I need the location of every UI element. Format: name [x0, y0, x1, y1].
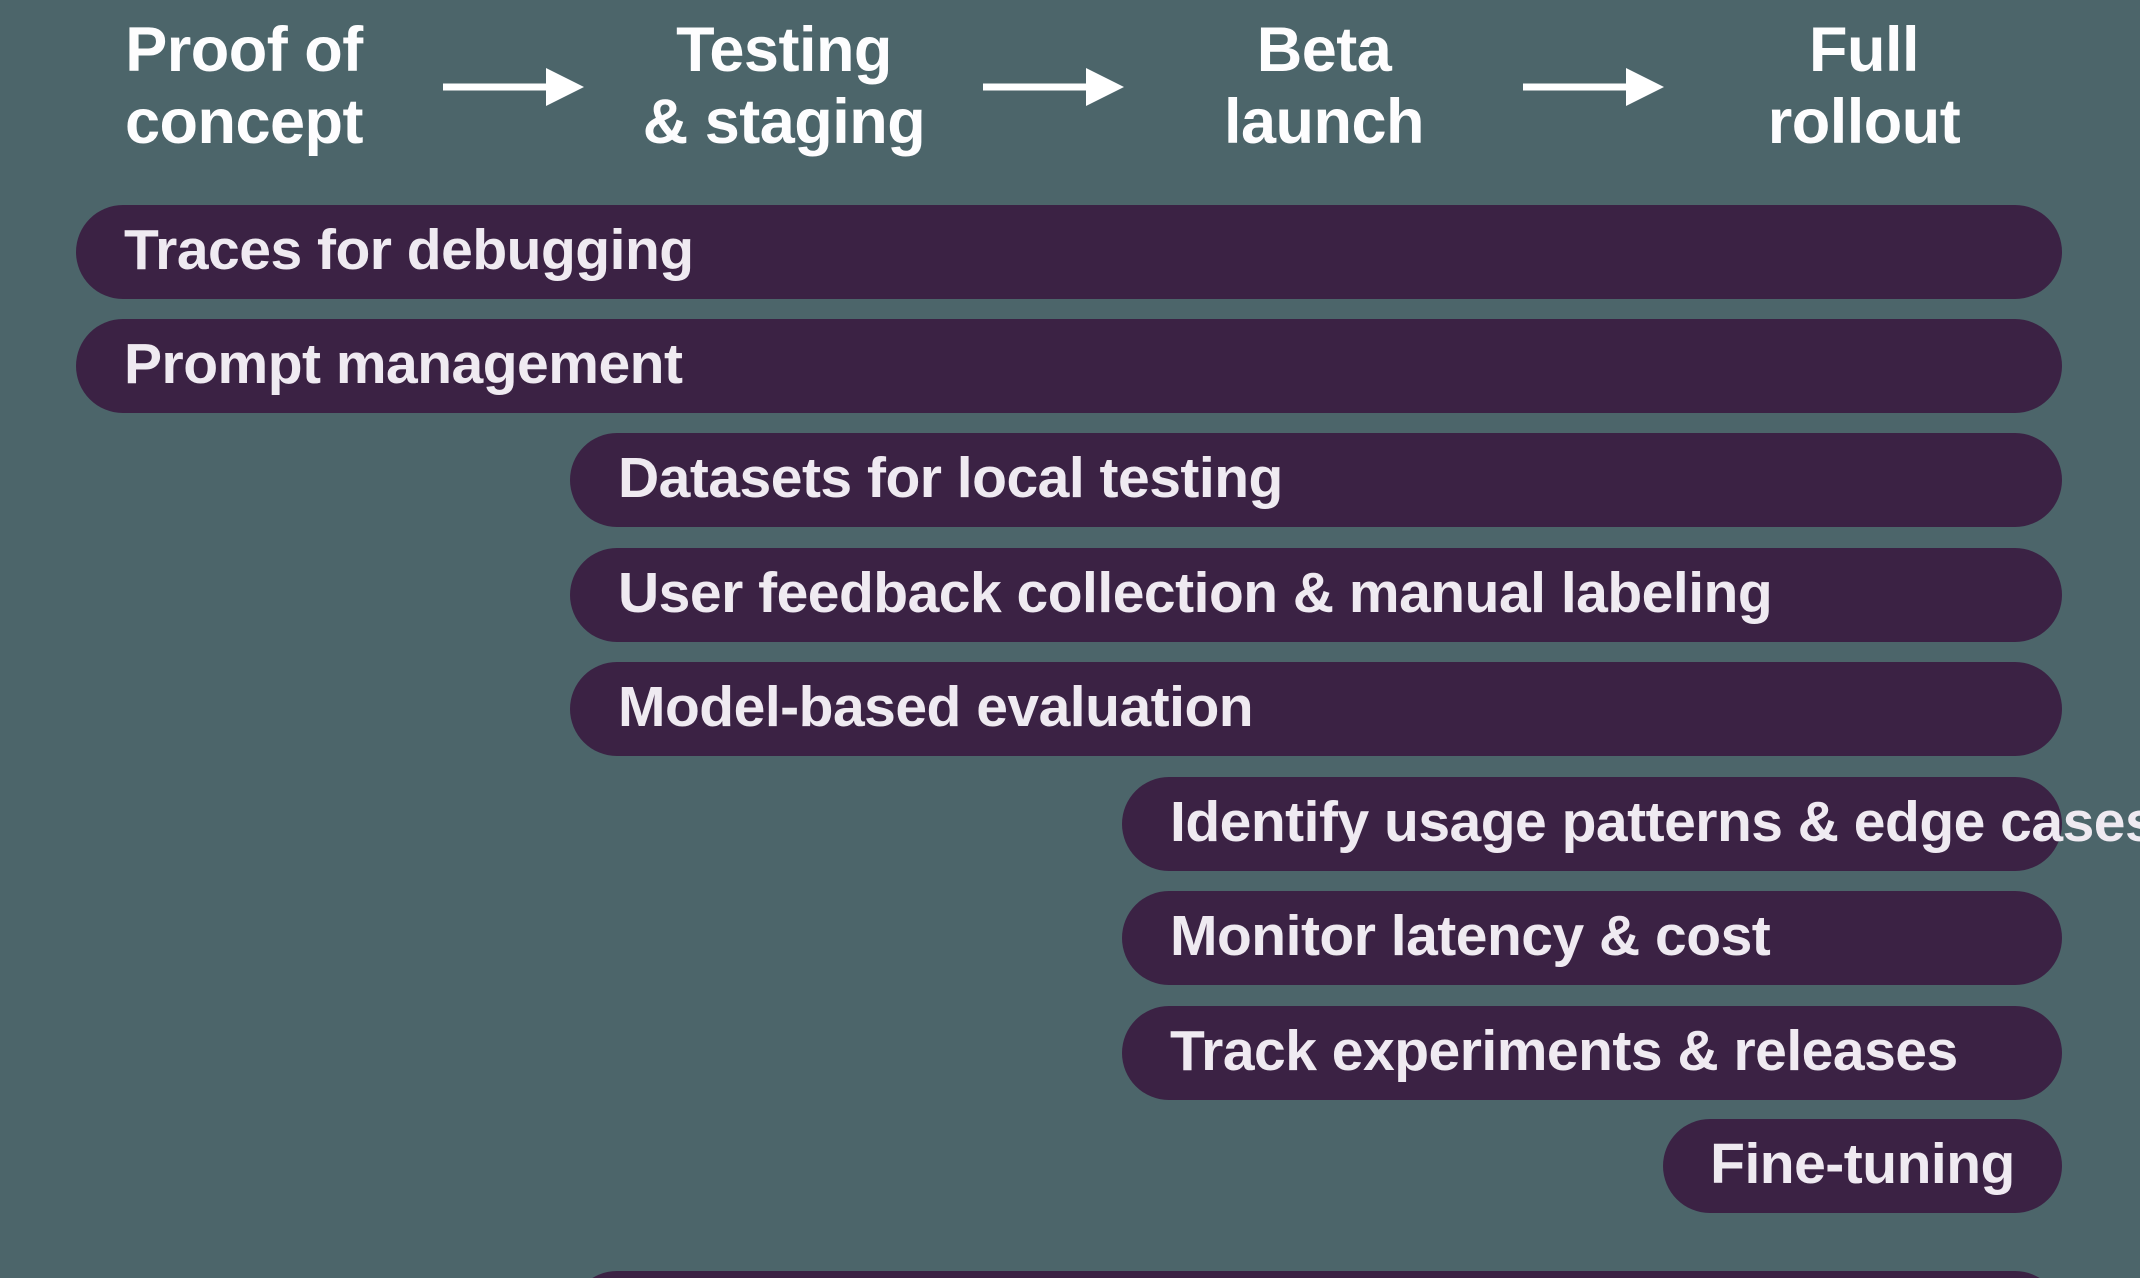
capability-bar: Prompt management [76, 319, 2062, 413]
capability-label: Model-based evaluation [618, 675, 1254, 739]
capability-bar: Datasets for local testing [570, 433, 2062, 527]
capability-label: Prompt management [124, 332, 683, 396]
capability-bar: User feedback collection & manual labeli… [570, 548, 2062, 642]
capability-bar-cropped [570, 1271, 2062, 1278]
capability-bar: Identify usage patterns & edge cases [1122, 777, 2140, 871]
capability-label: User feedback collection & manual labeli… [618, 561, 1773, 625]
capability-bar: Traces for debugging [76, 205, 2062, 299]
right-arrow-icon [983, 68, 1124, 106]
capability-label: Traces for debugging [124, 218, 694, 282]
capability-label: Datasets for local testing [618, 446, 1283, 510]
right-arrow-icon [443, 68, 584, 106]
capability-label: Monitor latency & cost [1170, 904, 1771, 968]
stage-header-line2: rollout [1767, 87, 1961, 157]
stage-header-line1: Full [1809, 15, 1919, 85]
stage-header-1: Proof of concept [44, 14, 444, 158]
stage-header-3: Beta launch [1124, 14, 1524, 158]
stage-header-line2: concept [124, 87, 364, 157]
capability-bar: Track experiments & releases [1122, 1006, 2062, 1100]
stage-header-line2: & staging [642, 87, 926, 157]
capability-label: Fine-tuning [1710, 1132, 2015, 1196]
stage-header-line2: launch [1223, 87, 1425, 157]
capability-bar: Monitor latency & cost [1122, 891, 2062, 985]
capability-label: Track experiments & releases [1170, 1019, 1958, 1083]
stage-header-2: Testing & staging [584, 14, 984, 158]
stage-header-line1: Testing [676, 15, 892, 85]
capability-bar: Fine-tuning [1663, 1119, 2062, 1213]
capability-bar: Model-based evaluation [570, 662, 2062, 756]
capability-label: Identify usage patterns & edge cases [1170, 790, 2140, 854]
stage-header-line1: Proof of [125, 15, 363, 85]
stage-header-line1: Beta [1256, 15, 1392, 85]
right-arrow-icon [1523, 68, 1664, 106]
stage-header-4: Full rollout [1664, 14, 2064, 158]
